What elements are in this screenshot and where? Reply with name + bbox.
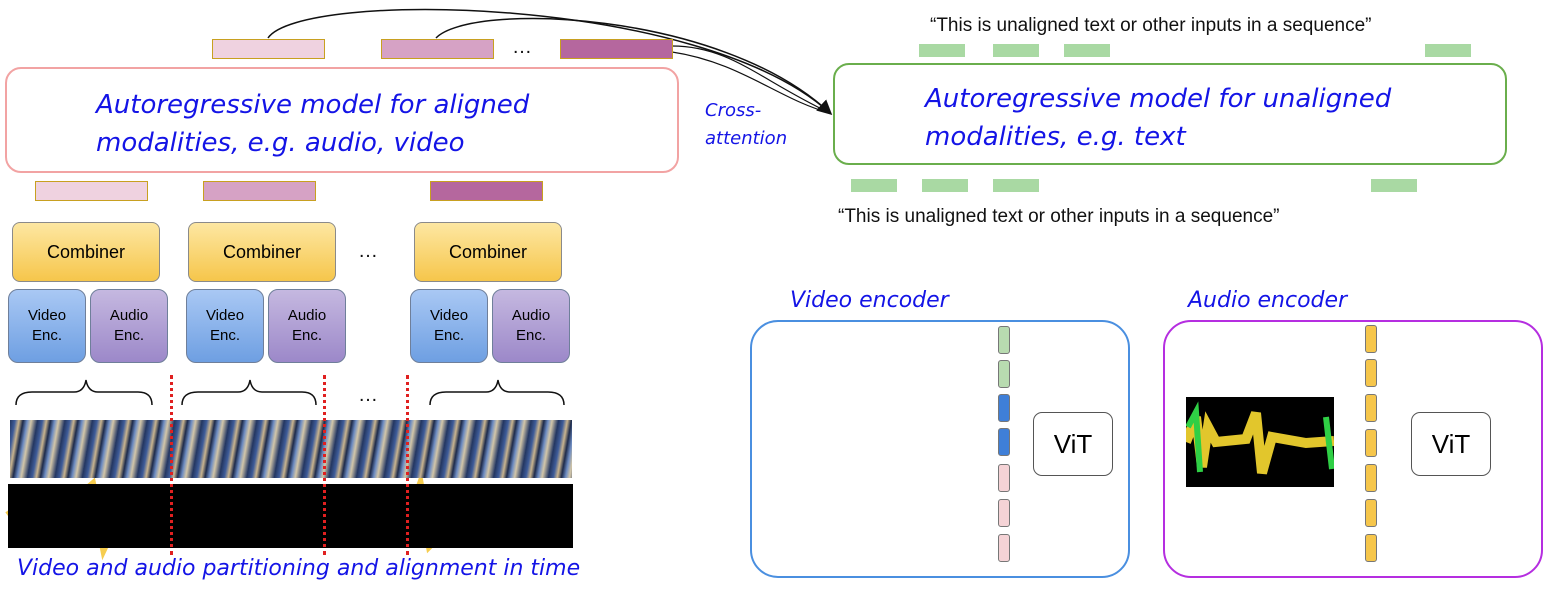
audio-token-6	[1365, 499, 1377, 527]
aligned-input-token-1	[35, 181, 148, 201]
text-input-token-1	[851, 179, 897, 192]
text-input-token-3	[993, 179, 1039, 192]
video-token-2	[998, 360, 1010, 388]
cross-attention-wire-1	[267, 8, 833, 116]
cross-attention-wire-2	[435, 17, 831, 114]
audio-enc-block-2: Audio Enc.	[268, 289, 346, 363]
aligned-input-token-3	[430, 181, 543, 201]
top-text-sequence-quote: “This is unaligned text or other inputs …	[930, 15, 1372, 36]
text-output-token-1	[919, 44, 965, 57]
cross-attention-wire-3	[671, 45, 831, 114]
audio-spectrogram-image	[1186, 397, 1334, 487]
spectrogram-svg	[1186, 401, 1334, 475]
aligned-model-label-line1: Autoregressive model for aligned	[96, 90, 530, 120]
brace-1	[15, 379, 153, 406]
text-output-token-3	[1064, 44, 1110, 57]
video-frames-strip	[10, 420, 572, 478]
cross-attention-label-line1: Cross-	[705, 100, 762, 121]
video-enc-block-2: Video Enc.	[186, 289, 264, 363]
audio-token-4	[1365, 429, 1377, 457]
video-enc-block-3: Video Enc.	[410, 289, 488, 363]
video-encoder-title: Video encoder	[790, 288, 949, 313]
aligned-input-token-2	[203, 181, 316, 201]
audio-waveform-strip	[8, 484, 573, 548]
text-input-token-4	[1371, 179, 1417, 192]
audio-encoder-title: Audio encoder	[1188, 288, 1348, 313]
cross-attention-label-line2: attention	[705, 128, 788, 149]
video-token-1	[998, 326, 1010, 354]
video-vit-block: ViT	[1033, 412, 1113, 476]
combiner-ellipsis: …	[358, 240, 380, 262]
aligned-autoregressive-model	[5, 67, 679, 173]
audio-enc-block-3: Audio Enc.	[492, 289, 570, 363]
audio-token-7	[1365, 534, 1377, 562]
bottom-text-sequence-quote: “This is unaligned text or other inputs …	[838, 206, 1280, 227]
audio-token-2	[1365, 359, 1377, 387]
cross-attention-wire-4	[671, 51, 831, 114]
time-separator-2	[323, 375, 326, 555]
aligned-output-token-2	[381, 39, 494, 59]
video-token-5	[998, 464, 1010, 492]
video-token-3	[998, 394, 1010, 422]
audio-token-1	[1365, 325, 1377, 353]
aligned-output-token-3	[560, 39, 673, 59]
combiner-block-1: Combiner	[12, 222, 160, 282]
time-separator-1	[170, 375, 173, 555]
unaligned-model-label-line2: modalities, e.g. text	[925, 122, 1186, 152]
output-token-ellipsis: …	[512, 36, 534, 58]
aligned-output-token-1	[212, 39, 325, 59]
text-output-token-2	[993, 44, 1039, 57]
video-enc-block-1: Video Enc.	[8, 289, 86, 363]
text-output-token-4	[1425, 44, 1471, 57]
video-token-6	[998, 499, 1010, 527]
unaligned-model-label-line1: Autoregressive model for unaligned	[925, 84, 1392, 114]
brace-2	[181, 379, 317, 406]
aligned-model-label-line2: modalities, e.g. audio, video	[96, 128, 465, 158]
audio-enc-block-1: Audio Enc.	[90, 289, 168, 363]
time-separator-3	[406, 375, 409, 555]
combiner-block-3: Combiner	[414, 222, 562, 282]
brace-3	[429, 379, 565, 406]
partition-ellipsis: …	[358, 384, 380, 406]
text-input-token-2	[922, 179, 968, 192]
audio-token-5	[1365, 464, 1377, 492]
audio-token-3	[1365, 394, 1377, 422]
unaligned-autoregressive-model	[833, 63, 1507, 165]
video-token-7	[998, 534, 1010, 562]
combiner-block-2: Combiner	[188, 222, 336, 282]
video-token-4	[998, 428, 1010, 456]
partition-caption: Video and audio partitioning and alignme…	[17, 556, 581, 581]
audio-vit-block: ViT	[1411, 412, 1491, 476]
